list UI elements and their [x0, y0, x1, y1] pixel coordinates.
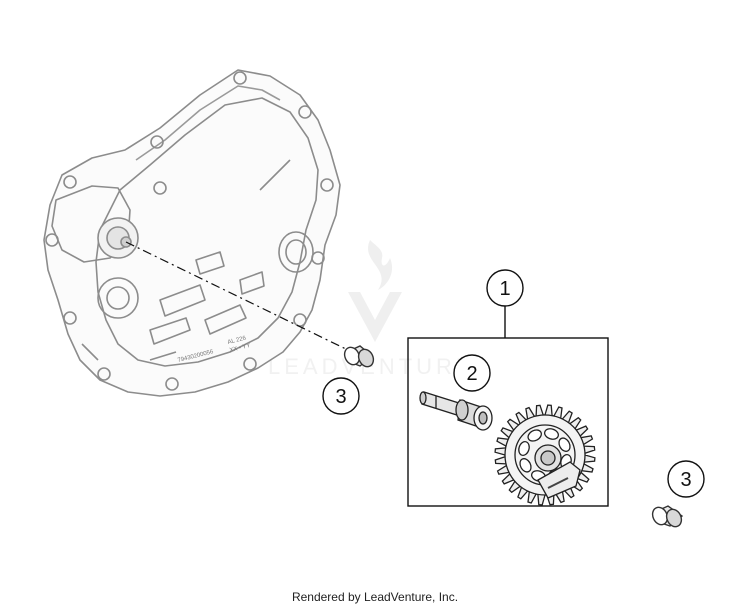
footer-credit: Rendered by LeadVenture, Inc.	[291, 590, 459, 604]
casting-mark-al: AL 226	[227, 335, 247, 346]
callout-3b: 3	[667, 460, 705, 498]
callout-2-label: 2	[466, 363, 477, 385]
callout-3b-label: 3	[680, 469, 691, 491]
clutch-cover	[43, 69, 341, 397]
callout-3a: 3	[322, 377, 360, 415]
gear-hole	[519, 458, 532, 473]
gear-hole	[527, 429, 542, 442]
gear-hole	[558, 437, 571, 452]
gear-wheel	[494, 404, 596, 506]
callout-2: 2	[453, 354, 491, 392]
gear-hole	[518, 441, 530, 456]
bushing-right	[651, 505, 684, 528]
shaft	[419, 391, 493, 431]
kit-box	[407, 337, 609, 507]
callout-1-label: 1	[499, 278, 510, 300]
callout-1: 1	[486, 269, 524, 307]
bushing-left	[343, 345, 375, 368]
callout-3a-label: 3	[335, 386, 346, 408]
gear-hole	[544, 428, 559, 440]
assembly-line	[125, 241, 353, 353]
casting-mark-date: XX • YY	[229, 343, 251, 354]
